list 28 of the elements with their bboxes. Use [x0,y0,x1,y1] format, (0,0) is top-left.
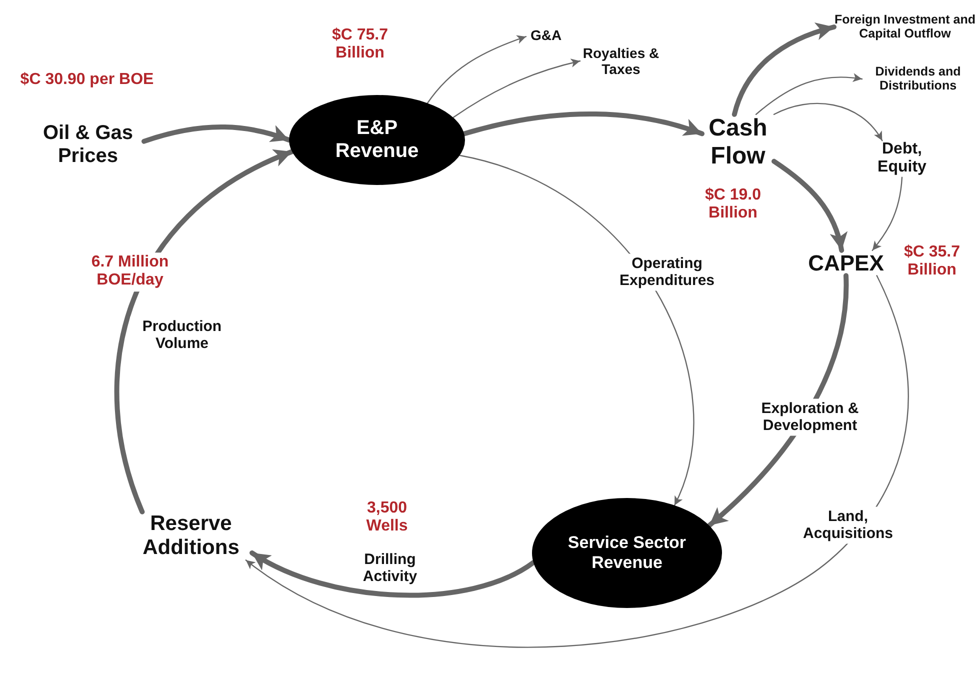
node-label: CAPEX [802,250,890,276]
arrow [755,73,863,115]
arrow [245,275,909,648]
value-label: $C 19.0 Billion [704,186,762,224]
node-label: Reserve Additions [130,512,252,560]
node-label: Foreign Investment and Capital Outflow [834,12,976,42]
arrow [114,149,294,514]
arrow [452,58,581,118]
arrow [772,158,847,253]
arrow [250,550,536,598]
node-label: Cash Flow [702,114,774,170]
node-label: E&P Revenue [334,117,420,163]
arrow [142,124,292,144]
arrow [732,23,836,117]
node-label: Service Sector Revenue [566,533,688,573]
arrow [462,112,704,136]
arrow [459,154,694,506]
value-label: $C 30.90 per BOE [19,70,155,90]
node-label: Oil & Gas Prices [32,122,144,168]
node-label: Royalties & Taxes [580,44,662,78]
value-label: $C 35.7 Billion [902,244,962,280]
arrow [426,35,527,104]
node-label: Debt, Equity [869,140,935,178]
arrow [872,176,903,251]
node-label: G&A [526,26,566,44]
arrow [773,102,883,142]
node-label: Dividends and Distributions [862,64,974,94]
value-label: $C 75.7 Billion [330,26,390,64]
